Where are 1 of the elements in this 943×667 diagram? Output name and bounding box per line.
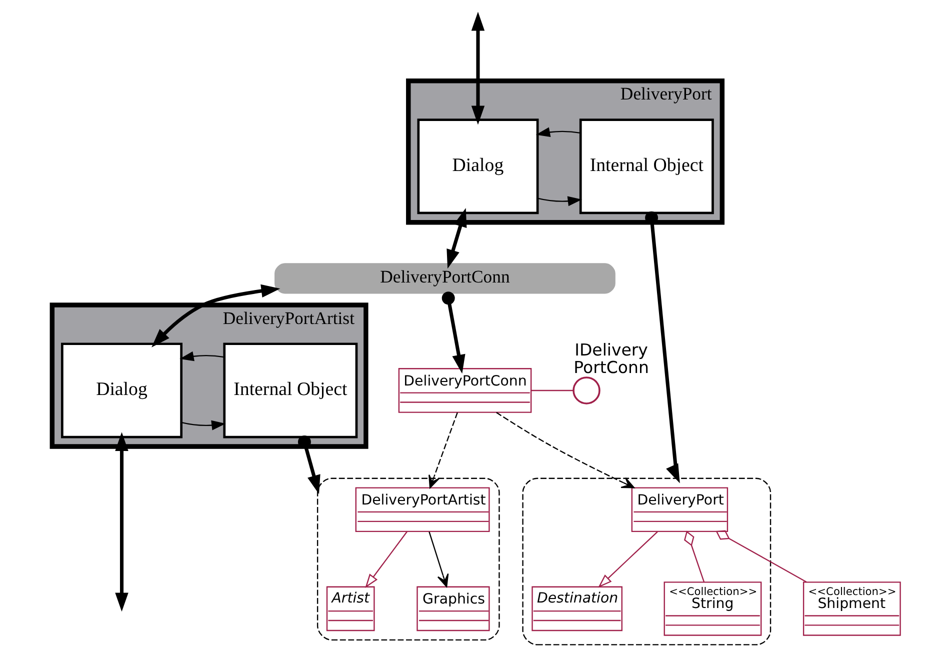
node-label: IDelivery PortConn [574,340,649,378]
